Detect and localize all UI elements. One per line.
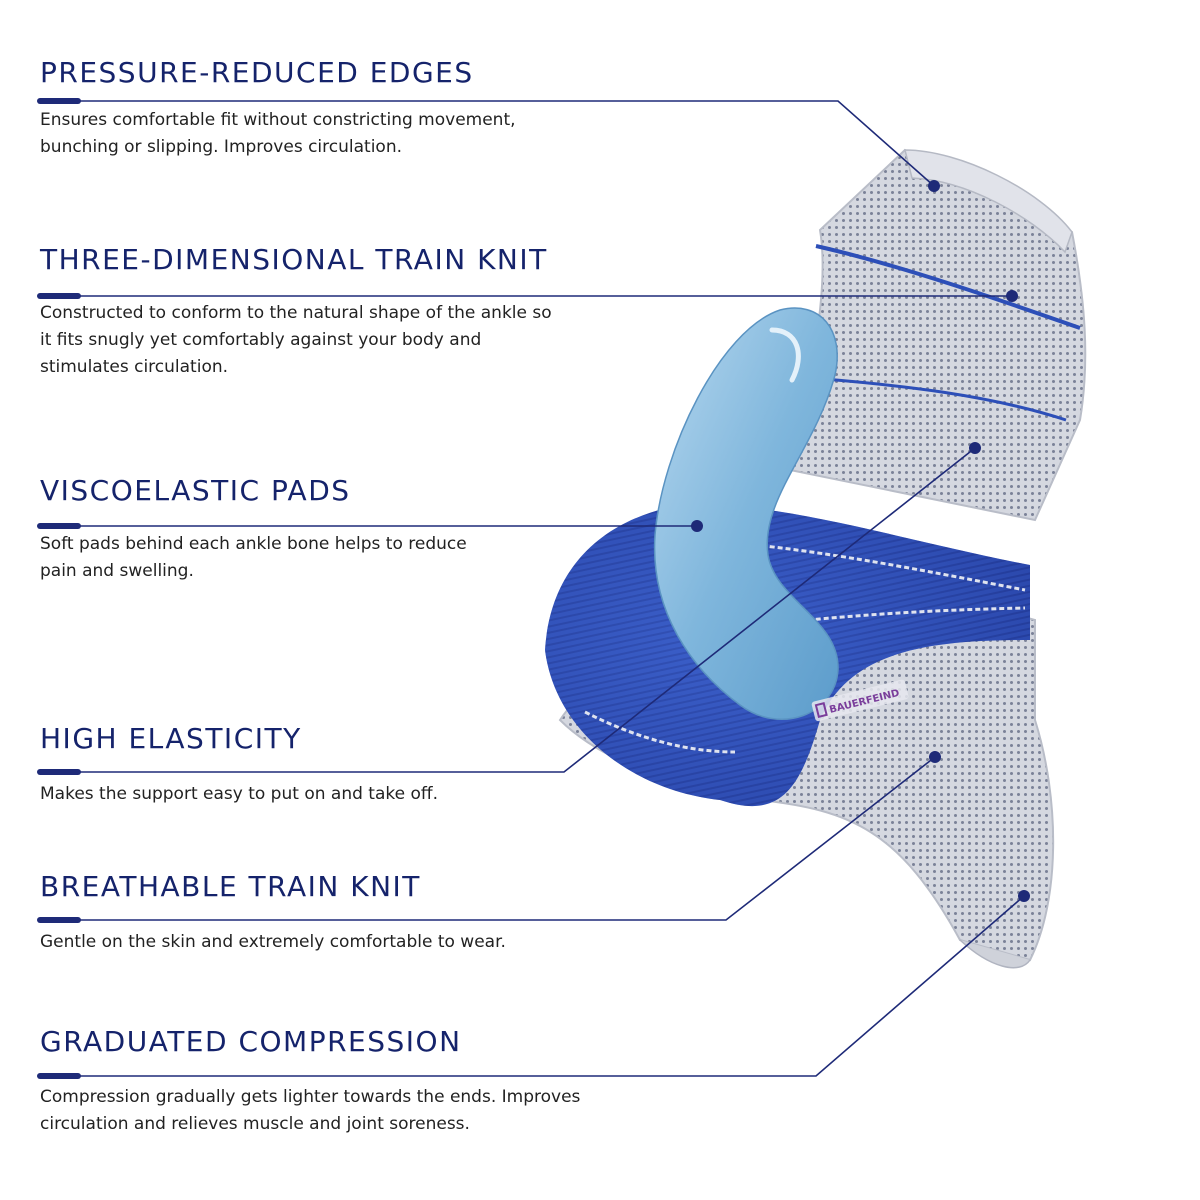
callout-line-pressure-edges (80, 100, 935, 187)
callout-line-elasticity (80, 447, 976, 773)
feature-high-elasticity: HIGH ELASTICITY Makes the support easy t… (40, 722, 640, 808)
feature-title: VISCOELASTIC PADS (40, 474, 351, 507)
feature-description: Soft pads behind each ankle bone helps t… (40, 534, 467, 581)
sleeve-top-stripe (815, 244, 1081, 330)
sleeve-mid-stripe (811, 376, 1067, 422)
feature-description: Gentle on the skin and extremely comfort… (40, 932, 506, 952)
callout-markers (37, 98, 81, 1079)
feature-viscoelastic-pads: VISCOELASTIC PADS Soft pads behind each … (40, 474, 640, 585)
strap-stripe-3 (584, 710, 736, 754)
callout-line-compression (80, 895, 1025, 1077)
feature-title: BREATHABLE TRAIN KNIT (40, 870, 421, 903)
callout-dots (691, 180, 1030, 902)
feature-three-dimensional-train-knit: THREE-DIMENSIONAL TRAIN KNIT Constructed… (40, 243, 640, 381)
callout-dot-2 (1006, 290, 1018, 302)
feature-description: Makes the support easy to put on and tak… (40, 784, 438, 804)
callout-dot-4 (969, 442, 981, 454)
feature-title: THREE-DIMENSIONAL TRAIN KNIT (40, 243, 548, 276)
sleeve-foot-opening (959, 939, 1031, 969)
feature-graduated-compression: GRADUATED COMPRESSION Compression gradua… (40, 1025, 640, 1138)
feature-title: HIGH ELASTICITY (40, 722, 302, 755)
callout-dot-1 (928, 180, 940, 192)
callout-dot-6 (1018, 890, 1030, 902)
feature-breathable-train-knit: BREATHABLE TRAIN KNIT Gentle on the skin… (40, 870, 640, 956)
feature-description: Constructed to conform to the natural sh… (40, 303, 552, 377)
callout-dot-3 (691, 520, 703, 532)
ankle-support: BAUERFEIND (545, 148, 1087, 969)
viscoelastic-pad (653, 307, 839, 720)
feature-pressure-reduced-edges: PRESSURE-REDUCED EDGES Ensures comfortab… (40, 56, 640, 161)
feature-title: PRESSURE-REDUCED EDGES (40, 56, 474, 89)
pad-highlight (769, 327, 801, 383)
feature-title: GRADUATED COMPRESSION (40, 1025, 462, 1058)
feature-description: Ensures comfortable fit without constric… (40, 110, 516, 157)
callout-lines (80, 100, 1025, 1077)
callout-dot-5 (929, 751, 941, 763)
callout-line-breathable (80, 756, 936, 921)
sleeve-cuff (904, 149, 1073, 254)
feature-description: Compression gradually gets lighter towar… (40, 1087, 581, 1134)
